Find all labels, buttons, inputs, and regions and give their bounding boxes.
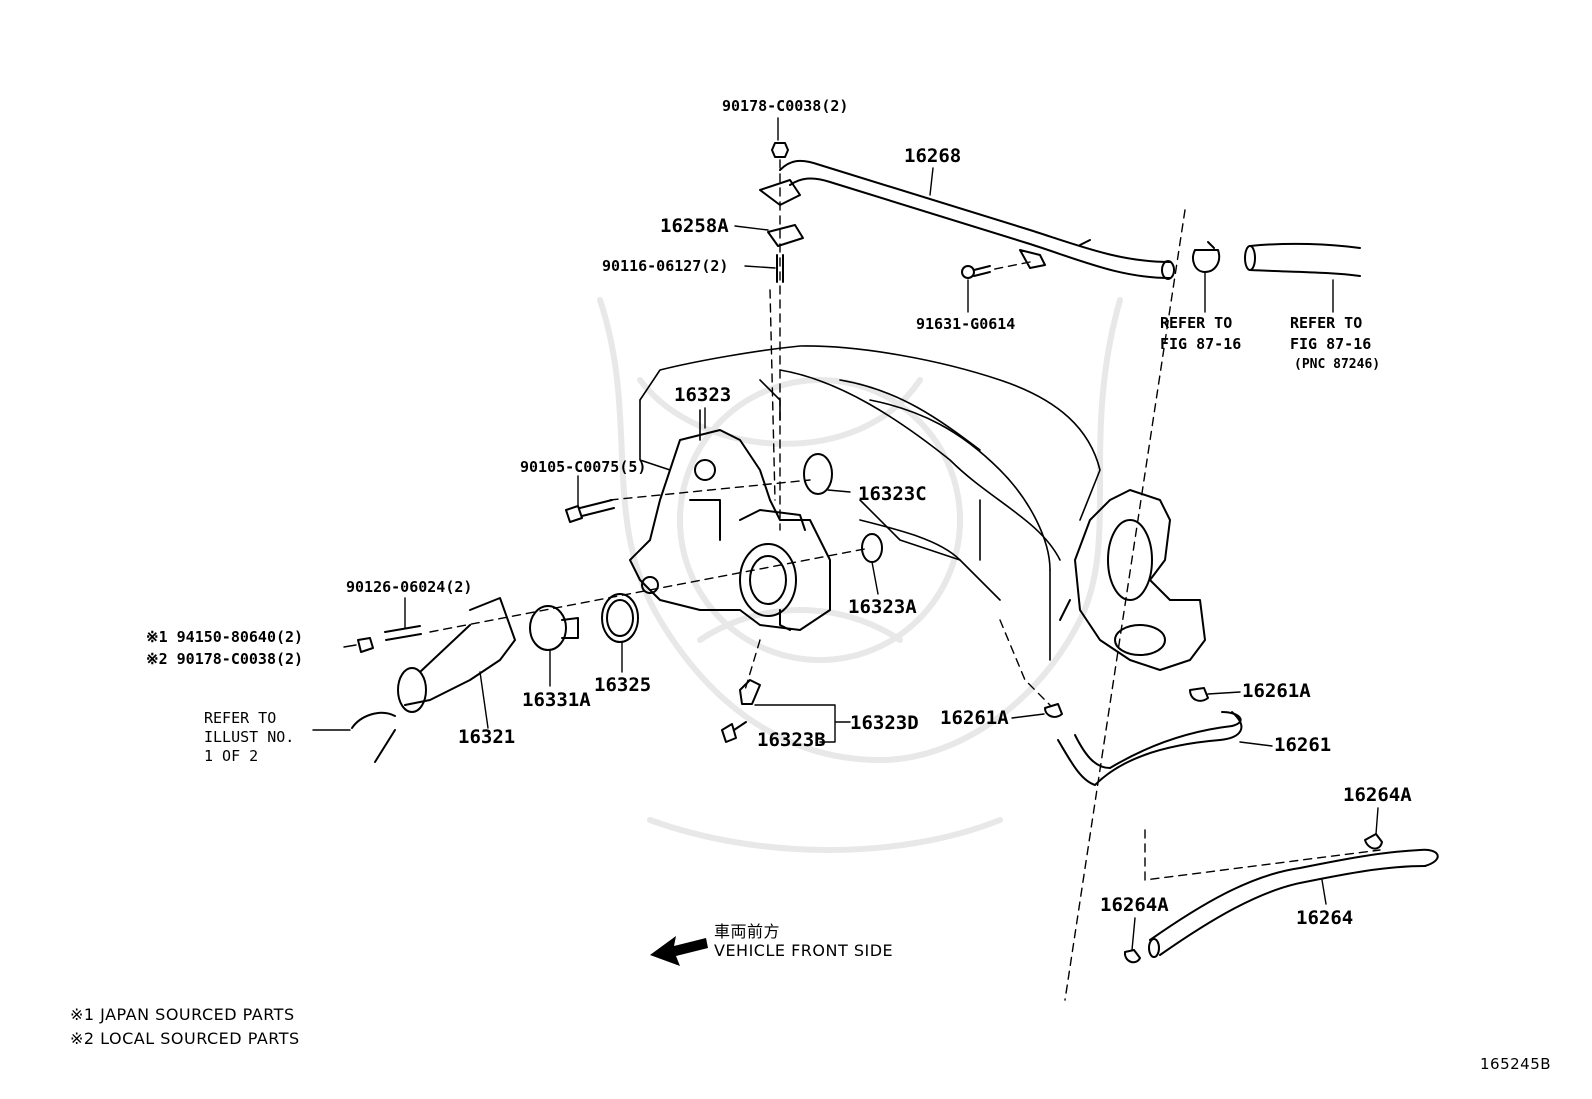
callout-16261: 16261 <box>1274 734 1332 756</box>
clamp-16264A-bottom <box>1123 949 1141 964</box>
direction-en: VEHICLE FRONT SIDE <box>714 941 894 960</box>
callout-90116: 90116-06127(2) <box>602 257 729 275</box>
refer-illust-line2: ILLUST NO. <box>204 728 295 746</box>
callout-16331A: 16331A <box>522 689 591 711</box>
callout-94150: ※1 94150-80640(2) <box>146 628 304 646</box>
water-inlet <box>397 597 516 713</box>
stud-90116 <box>776 254 784 283</box>
callout-90126: 90126-06024(2) <box>346 578 473 596</box>
callout-16268: 16268 <box>904 145 962 167</box>
o-ring-16323A <box>861 533 883 563</box>
engine-block-outline <box>639 345 1101 661</box>
refer-illust-line1: REFER TO <box>204 709 277 727</box>
refer-fig-a-line1: REFER TO <box>1160 314 1233 332</box>
refer-fig-a-line2: FIG 87-16 <box>1160 335 1242 353</box>
callout-16323D: 16323D <box>850 712 919 734</box>
callout-16323A: 16323A <box>848 596 917 618</box>
throttle-body <box>1059 489 1206 671</box>
watermark-seal <box>597 297 1123 853</box>
callout-16325: 16325 <box>594 674 652 696</box>
water-inlet-housing <box>629 429 831 631</box>
callout-16323: 16323 <box>674 384 732 406</box>
refer-illust-line3: 1 OF 2 <box>204 747 259 765</box>
callout-90105: 90105-C0075(5) <box>520 458 647 476</box>
hose-lower-left <box>351 711 396 763</box>
refer-fig-b-line1: REFER TO <box>1290 314 1363 332</box>
legend-note-1: ※1 JAPAN SOURCED PARTS <box>70 1005 295 1024</box>
thermostat <box>529 605 579 651</box>
hose-16261 <box>1057 711 1243 786</box>
stud-90126 <box>384 625 422 641</box>
callout-16323C: 16323C <box>858 483 927 505</box>
gasket-16258A <box>767 224 804 247</box>
callout-91631: 91631-G0614 <box>916 315 1016 333</box>
clamp-16261A-right <box>1189 687 1209 702</box>
top-nut <box>771 142 789 158</box>
hose-16264 <box>1148 848 1439 958</box>
callout-16323B: 16323B <box>757 729 826 751</box>
callout-16264A-bottom: 16264A <box>1100 894 1169 916</box>
gasket-16325 <box>601 593 639 643</box>
hose-clamp-right <box>1192 241 1221 273</box>
refer-fig-b-line2: FIG 87-16 <box>1290 335 1372 353</box>
callout-16261A-right: 16261A <box>1242 680 1311 702</box>
o-ring-16323C <box>803 453 833 495</box>
direction-jp: 車両前方 <box>714 922 781 941</box>
refer-fig-b-line3: (PNC 87246) <box>1294 357 1381 372</box>
figure-id: 165245B <box>1480 1055 1552 1073</box>
clamp-16264A-top <box>1364 833 1383 850</box>
leader-lines <box>312 117 1379 951</box>
nut-94150 <box>357 637 374 653</box>
callout-90178-bottom: ※2 90178-C0038(2) <box>146 650 304 668</box>
callout-16264: 16264 <box>1296 907 1354 929</box>
callout-16321: 16321 <box>458 726 516 748</box>
clamp-16261A-left <box>1044 703 1063 718</box>
water-outlet-pipe <box>759 159 1175 280</box>
bolt-90105 <box>565 499 615 523</box>
callout-16264A-top: 16264A <box>1343 784 1412 806</box>
callout-90178-top: 90178-C0038(2) <box>722 97 849 115</box>
bolt-91631 <box>961 265 991 279</box>
callout-16258A: 16258A <box>660 215 729 237</box>
callout-16261A-left: 16261A <box>940 707 1009 729</box>
union-bolt <box>721 679 761 743</box>
alignment-lines <box>429 159 1381 1001</box>
hose-right <box>1244 242 1361 277</box>
legend-note-2: ※2 LOCAL SOURCED PARTS <box>70 1029 300 1048</box>
front-arrow-icon <box>650 936 708 966</box>
